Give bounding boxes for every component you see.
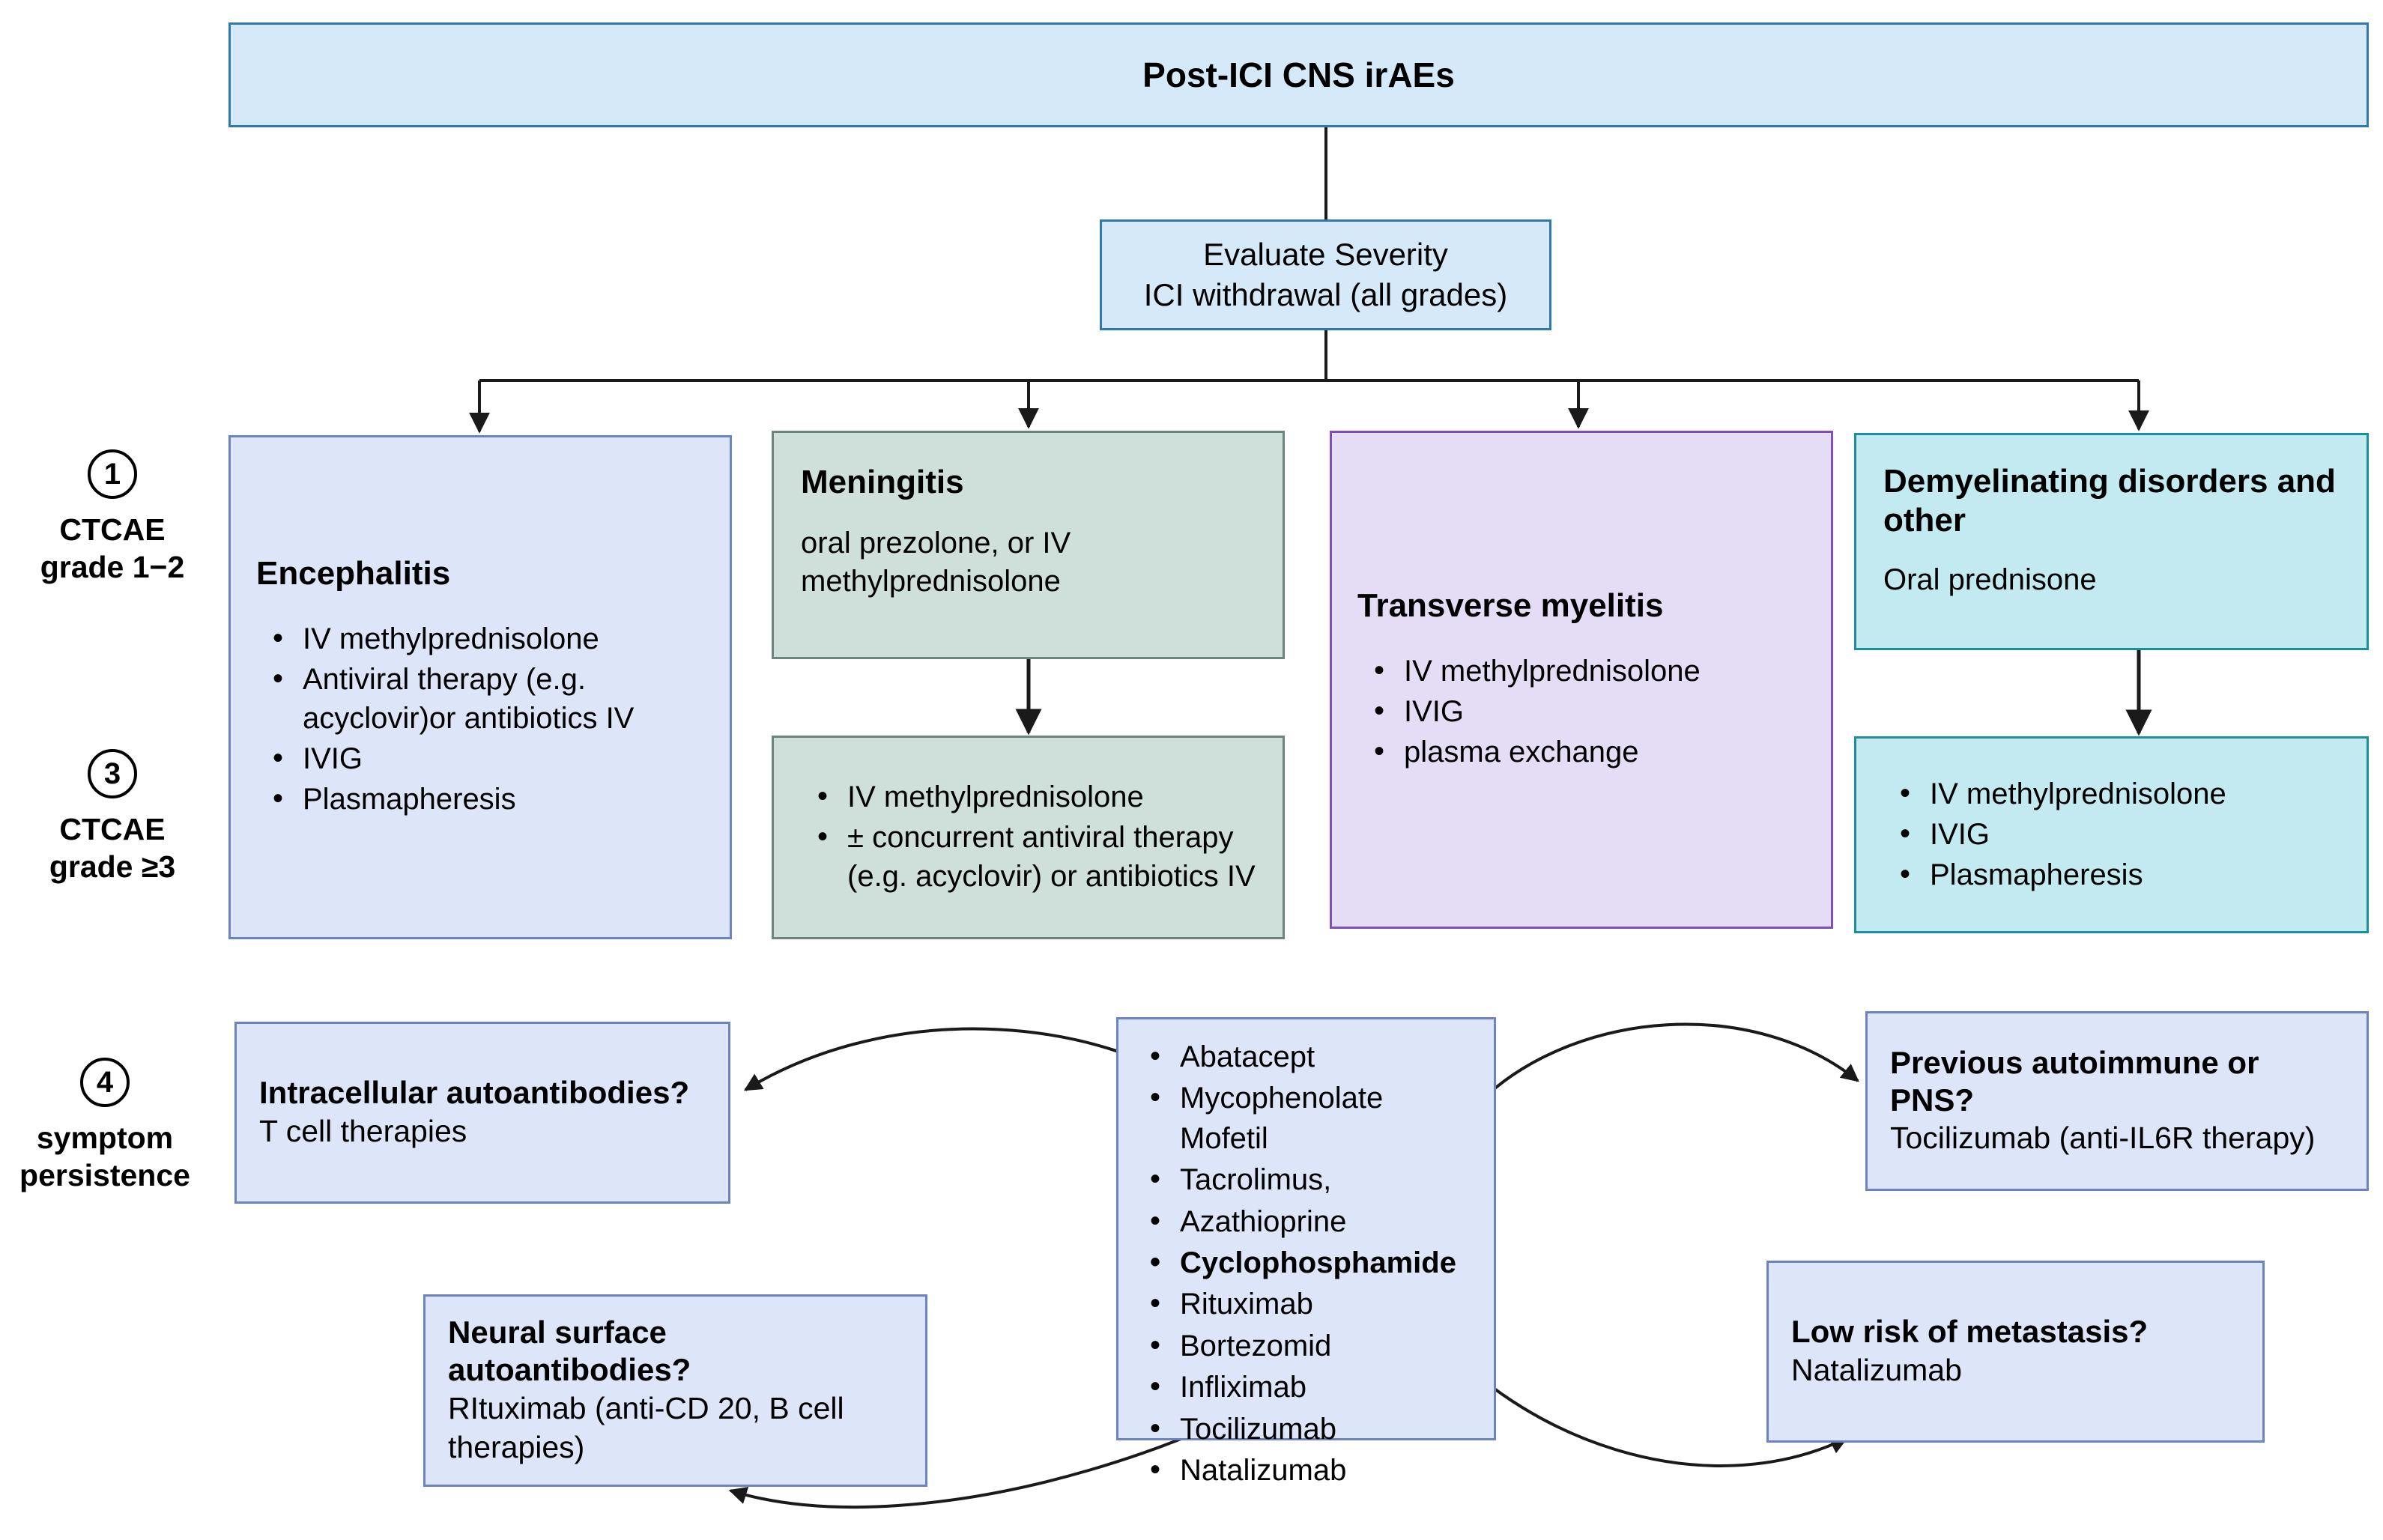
list-item: IVIG — [1374, 691, 1805, 731]
previous-autoimmune-answer: Tocilizumab (anti-IL6R therapy) — [1890, 1121, 2316, 1156]
list-item: Tacrolimus, — [1150, 1159, 1479, 1200]
list-item: IV methylprednisolone — [273, 619, 704, 658]
list-item: Plasmapheresis — [273, 779, 704, 819]
evaluate-line-2: ICI withdrawal (all grades) — [1143, 277, 1508, 312]
transverse-myelitis-treatment-list: IV methylprednisolone IVIG plasma exchan… — [1357, 651, 1805, 773]
header-box: Post-ICI CNS irAEs — [228, 22, 2369, 127]
encephalitis-treatment-list: IV methylprednisolone Antiviral therapy … — [256, 619, 704, 820]
stage-1-line-1: CTCAE — [59, 512, 166, 547]
intracellular-autoantibodies-box: Intracellular autoantibodies? T cell the… — [234, 1022, 730, 1204]
stage-3-line-2: grade ≥3 — [49, 849, 176, 885]
list-item: Infliximab — [1150, 1367, 1479, 1407]
intracellular-question: Intracellular autoantibodies? — [259, 1075, 690, 1111]
list-item: Plasmapheresis — [1900, 855, 2340, 894]
meningitis-subtitle: oral prezolone, or IV methylprednisolone — [801, 526, 1071, 598]
second-line-drug-list-box: Abatacept Mycophenolate Mofetil Tacrolim… — [1116, 1017, 1496, 1491]
encephalitis-title: Encephalitis — [256, 554, 451, 592]
page-title: Post-ICI CNS irAEs — [1142, 55, 1455, 94]
metastasis-answer: Natalizumab — [1791, 1353, 1962, 1388]
stage-label-ctcae-grade-3: 3 CTCAE grade ≥3 — [0, 749, 225, 885]
meningitis-severe-list: IV methylprednisolone ± concurrent antiv… — [801, 777, 1256, 897]
previous-autoimmune-question: Previous autoimmune or PNS? — [1890, 1045, 2259, 1118]
demyelinating-severe-box: IV methylprednisolone IVIG Plasmapheresi… — [1854, 736, 2369, 933]
metastasis-question: Low risk of metastasis? — [1791, 1314, 2149, 1350]
neural-surface-question: Neural surface autoantibodies? — [448, 1315, 691, 1388]
stage-1-line-2: grade 1−2 — [40, 550, 185, 585]
transverse-myelitis-title: Transverse myelitis — [1357, 586, 1664, 624]
stage-4-line-1: symptom — [36, 1121, 174, 1155]
demyelinating-severe-list: IV methylprednisolone IVIG Plasmapheresi… — [1883, 774, 2340, 896]
low-risk-metastasis-box: Low risk of metastasis? Natalizumab — [1766, 1261, 2265, 1443]
demyelinating-title: Demyelinating disorders and other — [1883, 463, 2336, 539]
previous-autoimmune-box: Previous autoimmune or PNS? Tocilizumab … — [1865, 1011, 2369, 1191]
list-item: Tocilizumab — [1150, 1409, 1479, 1449]
list-item: Mycophenolate Mofetil — [1150, 1078, 1479, 1159]
list-item: IVIG — [1900, 814, 2340, 854]
stage-3-line-1: CTCAE — [59, 812, 166, 846]
edge-drugs-to-previous-autoimmune — [1486, 1022, 1859, 1097]
list-item: Bortezomid — [1150, 1326, 1479, 1366]
stage-label-symptom-persistence: 4 symptom persistence — [0, 1058, 217, 1194]
list-item: IV methylprednisolone — [1900, 774, 2340, 813]
list-item: IVIG — [273, 739, 704, 778]
stage-4-line-2: persistence — [19, 1158, 190, 1193]
transverse-myelitis-box: Transverse myelitis IV methylprednisolon… — [1330, 431, 1833, 929]
evaluate-severity-box: Evaluate Severity ICI withdrawal (all gr… — [1100, 219, 1551, 330]
list-item: Antiviral therapy (e.g. acyclovir)or ant… — [273, 659, 704, 738]
stage-number-circle-3: 3 — [88, 749, 137, 798]
list-item: Rituximab — [1150, 1284, 1479, 1324]
stage-number-circle-4: 4 — [80, 1058, 130, 1107]
neural-surface-answer: RItuximab (anti-CD 20, B cell therapies) — [448, 1390, 844, 1465]
evaluate-line-1: Evaluate Severity — [1203, 237, 1448, 273]
list-item: ± concurrent antiviral therapy (e.g. acy… — [817, 817, 1256, 896]
intracellular-answer: T cell therapies — [259, 1114, 467, 1149]
list-item: Natalizumab — [1150, 1450, 1479, 1491]
list-item: IV methylprednisolone — [1374, 651, 1805, 691]
list-item: plasma exchange — [1374, 732, 1805, 771]
list-item: Abatacept — [1150, 1037, 1479, 1077]
meningitis-box: Meningitis oral prezolone, or IV methylp… — [772, 431, 1285, 659]
demyelinating-subtitle: Oral prednisone — [1883, 563, 2097, 596]
stage-number-circle-1: 1 — [88, 449, 137, 499]
neural-surface-autoantibodies-box: Neural surface autoantibodies? RItuximab… — [423, 1294, 927, 1487]
demyelinating-disorders-box: Demyelinating disorders and other Oral p… — [1854, 433, 2369, 650]
meningitis-severe-box: IV methylprednisolone ± concurrent antiv… — [772, 736, 1285, 939]
list-item: Cyclophosphamide — [1150, 1243, 1479, 1283]
second-line-drug-list: Abatacept Mycophenolate Mofetil Tacrolim… — [1133, 1037, 1479, 1492]
encephalitis-box: Encephalitis IV methylprednisolone Antiv… — [228, 435, 732, 939]
stage-label-ctcae-grade-1-2: 1 CTCAE grade 1−2 — [0, 449, 225, 586]
meningitis-title: Meningitis — [801, 464, 964, 500]
list-item: IV methylprednisolone — [817, 777, 1256, 816]
list-item: Azathioprine — [1150, 1201, 1479, 1242]
